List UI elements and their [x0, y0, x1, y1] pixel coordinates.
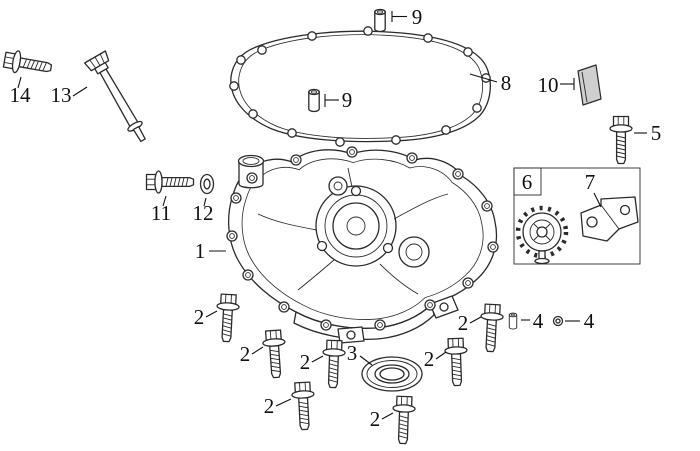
- bolt-2-b: [261, 329, 288, 379]
- callout-14: 14: [10, 83, 32, 107]
- callout-2-e: 2: [370, 407, 381, 431]
- governor-gear: [515, 205, 569, 265]
- bolt-2-f: [443, 337, 469, 387]
- main-bearing-boss: [315, 185, 397, 267]
- pin-4-a: [508, 312, 518, 330]
- crankcase-cover: [226, 146, 499, 344]
- cover-mount-tabs: [337, 295, 459, 344]
- bolt-2-c: [321, 339, 347, 389]
- dowel-pin-mid: [308, 88, 320, 113]
- bolt-2-e: [391, 395, 417, 445]
- bolt-2-a: [214, 293, 241, 343]
- washer-12: [199, 173, 215, 195]
- gasket-bolt-holes: [229, 26, 491, 147]
- callout-1: 1: [195, 239, 206, 263]
- callout-3: 3: [347, 341, 358, 365]
- callout-10: 10: [538, 73, 559, 97]
- callout-11: 11: [151, 201, 171, 225]
- callout-9-mid: 9: [342, 88, 353, 112]
- leader-lines: [17, 11, 647, 420]
- callout-2-g: 2: [458, 311, 469, 335]
- callout-12: 12: [193, 201, 214, 225]
- detail-box: [513, 167, 641, 265]
- callout-2-b: 2: [240, 342, 251, 366]
- callout-4-a: 4: [533, 309, 544, 333]
- callout-7: 7: [585, 170, 596, 194]
- camshaft-boss: [398, 236, 430, 268]
- flange-bolt-holes: [226, 146, 499, 331]
- callout-8: 8: [501, 71, 512, 95]
- callout-2-a: 2: [194, 305, 205, 329]
- cover-ribs: [257, 167, 449, 295]
- callout-2-c: 2: [300, 350, 311, 374]
- bolt-2-d: [290, 381, 317, 431]
- callout-6: 6: [522, 170, 533, 194]
- bolt-14: [2, 48, 54, 80]
- small-boss: [328, 176, 348, 196]
- oil-dipstick: [83, 50, 146, 143]
- callout-5: 5: [651, 121, 662, 145]
- callout-13: 13: [51, 83, 72, 107]
- bolt-5: [609, 115, 633, 165]
- governor-bracket: [580, 196, 639, 242]
- callout-9-top: 9: [412, 5, 423, 29]
- cover-plate: [577, 64, 602, 106]
- cover-inner-wall: [241, 158, 484, 320]
- dowel-pin-top: [374, 8, 386, 33]
- gasket: [229, 26, 491, 147]
- callout-2-d: 2: [264, 394, 275, 418]
- pin-4-b: [552, 315, 564, 327]
- bolt-2-g: [478, 303, 505, 353]
- callout-2-f: 2: [424, 347, 435, 371]
- bolt-11: [145, 170, 195, 194]
- callout-labels: 9 14 13 8 10 9 5 11 12 1 6 7 2 2 2 2 2 2…: [10, 5, 662, 431]
- callout-4-b: 4: [584, 309, 595, 333]
- oil-seal: [361, 356, 423, 392]
